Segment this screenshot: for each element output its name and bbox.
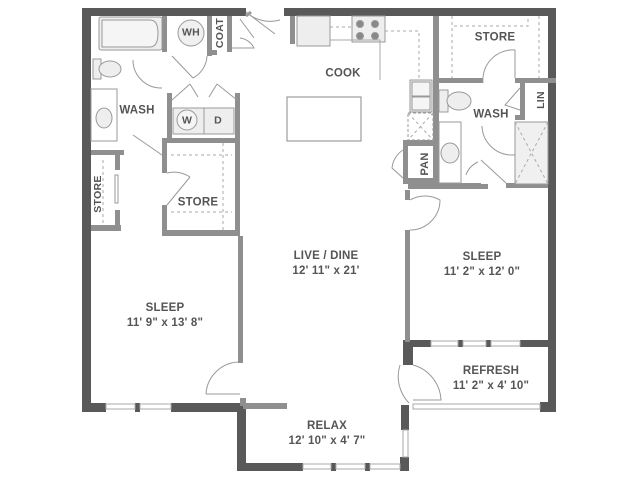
doors — [114, 10, 521, 404]
room-name: REFRESH — [462, 365, 520, 377]
room-dimensions: 11' 9" x 13' 8" — [126, 317, 204, 329]
room-name: WASH — [119, 104, 155, 117]
room-label-live-dine: LIVE / DINE 12' 11" x 21' — [292, 249, 359, 279]
room-label-relax: RELAX 12' 10" x 4' 7" — [289, 419, 366, 449]
room-label-store-mid: STORE — [178, 196, 218, 211]
room-name: STORE — [474, 31, 516, 44]
room-name: RELAX — [307, 420, 347, 432]
room-label-wash-2: WASH — [473, 108, 508, 123]
closet-label-coat: COAT — [214, 17, 226, 49]
room-label-wash-1: WASH — [119, 104, 154, 119]
fixtures — [90, 15, 549, 185]
closet-label-lin: LIN — [535, 91, 547, 109]
room-label-store-top: STORE — [475, 31, 515, 46]
room-label-refresh: REFRESH 11' 2" x 4' 10" — [453, 364, 529, 394]
closet-label-pan: PAN — [419, 152, 431, 176]
dryer-label: D — [214, 114, 222, 127]
dashed-lines — [102, 16, 549, 230]
room-name: COOK — [325, 67, 361, 80]
room-dimensions: 12' 10" x 4' 7" — [288, 435, 366, 447]
windows — [105, 340, 541, 470]
water-heater-label: WH — [182, 26, 200, 39]
room-label-store-side: STORE — [92, 175, 104, 213]
room-name: SLEEP — [462, 251, 502, 263]
room-name: SLEEP — [145, 302, 185, 314]
room-label-cook: COOK — [325, 67, 360, 82]
exterior-walls — [82, 8, 556, 471]
room-label-sleep-2: SLEEP 11' 2" x 12' 0" — [444, 250, 520, 280]
room-dimensions: 11' 2" x 12' 0" — [443, 266, 521, 278]
room-name: LIVE / DINE — [293, 250, 359, 262]
room-dimensions: 11' 2" x 4' 10" — [452, 380, 530, 392]
room-label-sleep-1: SLEEP 11' 9" x 13' 8" — [127, 301, 203, 331]
room-name: STORE — [177, 196, 219, 209]
interior-walls — [91, 16, 556, 409]
room-dimensions: 12' 11" x 21' — [292, 265, 360, 277]
room-name: WASH — [473, 108, 509, 121]
washer-label: W — [181, 114, 193, 127]
